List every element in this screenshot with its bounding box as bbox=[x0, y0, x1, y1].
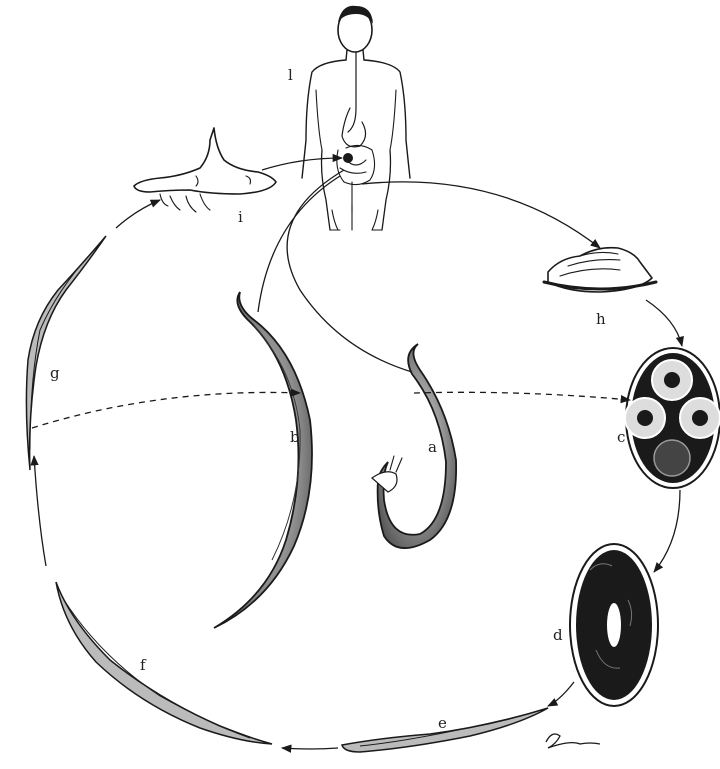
growing-larva-label: f bbox=[140, 656, 147, 674]
egg-morula bbox=[625, 348, 720, 488]
artist-signature bbox=[546, 734, 600, 748]
adult-female-label: b bbox=[290, 428, 300, 446]
stool-drawing bbox=[544, 248, 656, 292]
egg-larvated-label: d bbox=[553, 626, 563, 644]
foot-label: i bbox=[238, 208, 243, 226]
foot-drawing bbox=[134, 128, 276, 212]
rhabditiform-larva-label: e bbox=[438, 714, 447, 732]
human-label: l bbox=[288, 66, 293, 84]
growing-larva bbox=[56, 582, 272, 744]
adult-male-label: a bbox=[428, 438, 437, 456]
egg-larvated bbox=[570, 544, 658, 706]
stool-label: h bbox=[596, 310, 606, 328]
human-figure bbox=[302, 6, 410, 230]
filariform-larva bbox=[26, 236, 106, 470]
adult-male-worm bbox=[372, 344, 456, 548]
adult-female-worm bbox=[214, 292, 312, 628]
egg-morula-label: c bbox=[617, 428, 625, 446]
filariform-larva-label: g bbox=[50, 364, 60, 382]
